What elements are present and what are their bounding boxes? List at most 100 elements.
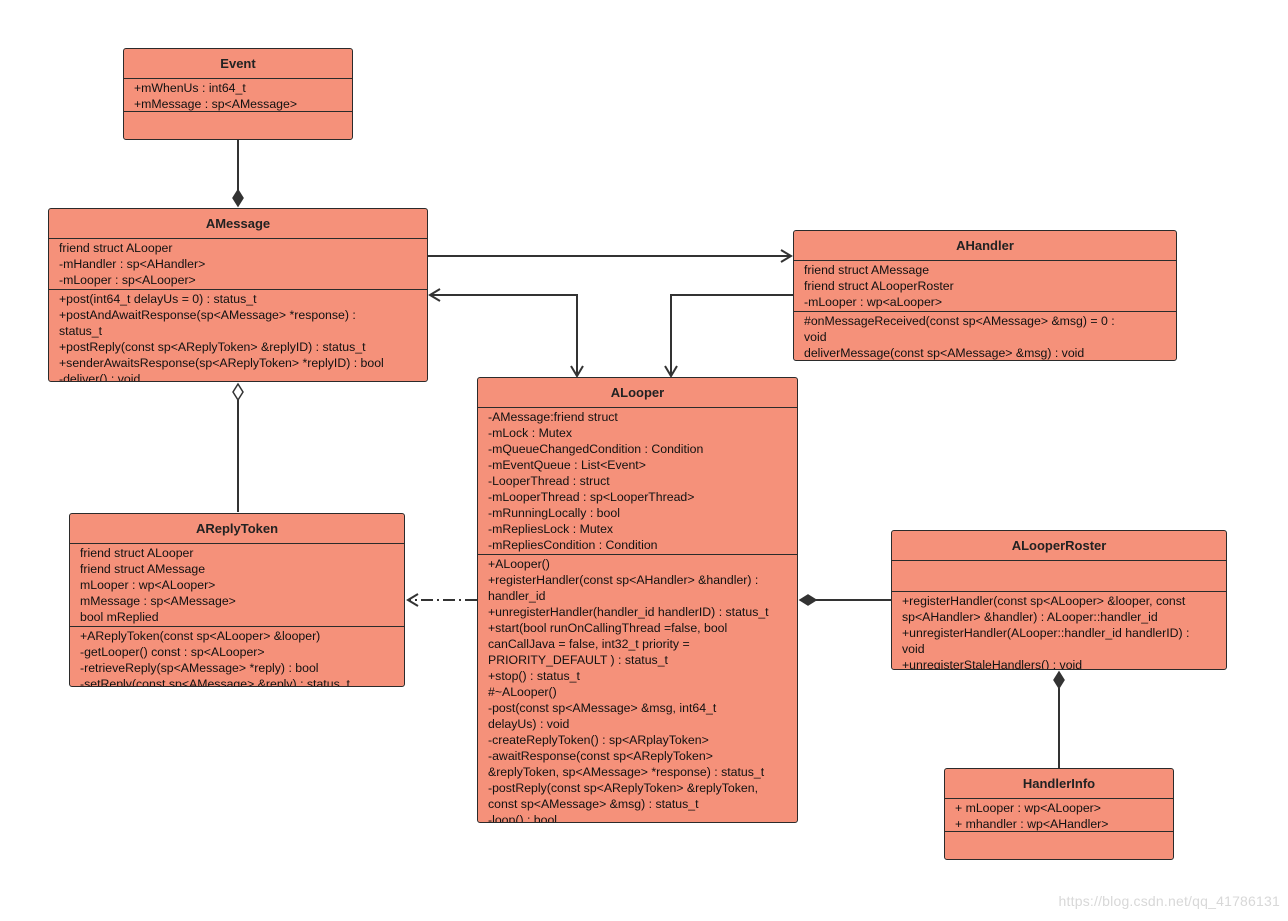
event-attribute: +mWhenUs : int64_t [134, 81, 246, 95]
alooper-attribute: -mRunningLocally : bool [488, 506, 620, 520]
handlerinfo-attribute: + mhandler : wp<AHandler> [955, 817, 1109, 831]
event-attribute: +mMessage : sp<AMessage> [134, 97, 298, 111]
ahandler-attributes: friend struct AMessage friend struct ALoo… [794, 261, 1176, 312]
handlerinfo-attribute: + mLooper : wp<ALooper> [955, 801, 1101, 815]
areplytoken-attribute: friend struct AMessage [80, 562, 206, 576]
areplytoken-amessage-diamond [232, 382, 244, 402]
ahandler-attribute: friend struct AMessage [804, 263, 930, 277]
alooperroster-operations: +registerHandler(const sp<ALooper> &loop… [892, 592, 1226, 670]
alooper-attribute: -mLooperThread : sp<LooperThread> [488, 490, 695, 504]
alooper-amessage-arrowhead [428, 288, 441, 302]
alooper-attribute: -mRepliesCondition : Condition [488, 538, 658, 552]
amessage-ahandler-arrowhead [780, 249, 793, 263]
alooperroster-alooper-diamond [798, 594, 818, 606]
areplytoken-operation: +AReplyToken(const sp<ALooper> &looper) [80, 629, 321, 643]
alooper-operation: +unregisterHandler(handler_id handlerID)… [488, 605, 769, 619]
amessage-operation: +postAndAwaitResponse(sp<AMessage> *resp… [59, 308, 356, 322]
areplytoken-operations: +AReplyToken(const sp<ALooper> &looper) -… [70, 627, 404, 687]
alooper-operations: +ALooper() +registerHandler(const sp<AHan… [478, 555, 797, 823]
handlerinfo-alooperroster-diamond [1053, 670, 1065, 690]
event-class-name: Event [124, 49, 352, 79]
amessage-attribute: -mLooper : sp<ALooper> [59, 273, 196, 287]
alooper-attribute: -mLock : Mutex [488, 426, 573, 440]
amessage-operation: status_t [59, 324, 103, 338]
areplytoken-attributes: friend struct ALooper friend struct AMess… [70, 544, 404, 627]
amessage-operation: -deliver() : void [59, 372, 141, 382]
amessage-class[interactable]: AMessage friend struct ALooper -mHandler … [48, 208, 428, 382]
ahandler-alooper-association-line [670, 294, 793, 375]
alooper-areplytoken-arrowhead [406, 593, 419, 607]
areplytoken-attribute: bool mReplied [80, 610, 159, 624]
amessage-operation: +postReply(const sp<AReplyToken> &replyI… [59, 340, 366, 354]
alooper-operation: +stop() : status_t [488, 669, 580, 683]
alooper-operation: #~ALooper() [488, 685, 557, 699]
handlerinfo-operations [945, 832, 1173, 834]
ahandler-operations: #onMessageReceived(const sp<AMessage> &m… [794, 312, 1176, 360]
alooper-operation: +start(bool runOnCallingThread =false, b… [488, 621, 728, 635]
alooperroster-operation: +unregisterStaleHandlers() : void [902, 658, 1083, 670]
amessage-attributes: friend struct ALooper -mHandler : sp<AHan… [49, 239, 427, 290]
alooper-operation: canCallJava = false, int32_t priority = [488, 637, 690, 651]
alooper-operation: +ALooper() [488, 557, 550, 571]
alooper-operation: -post(const sp<AMessage> &msg, int64_t [488, 701, 717, 715]
alooper-class-name: ALooper [478, 378, 797, 408]
event-amessage-diamond [232, 188, 244, 208]
alooper-attributes: -AMessage:friend struct -mLock : Mutex -mQ… [478, 408, 797, 555]
amessage-operation: +senderAwaitsResponse(sp<AReplyToken> *r… [59, 356, 384, 370]
alooper-operation: const sp<AMessage> &msg) : status_t [488, 797, 699, 811]
alooper-operation: handler_id [488, 589, 546, 603]
alooper-attribute: -AMessage:friend struct [488, 410, 618, 424]
alooper-operation: -postReply(const sp<AReplyToken> &replyT… [488, 781, 758, 795]
handlerinfo-attributes: + mLooper : wp<ALooper> + mhandler : wp<A… [945, 799, 1173, 832]
alooper-operation: &replyToken, sp<AMessage> *response) : s… [488, 765, 765, 779]
handlerinfo-class[interactable]: HandlerInfo + mLooper : wp<ALooper> + mha… [944, 768, 1174, 860]
alooper-operation: -awaitResponse(const sp<AReplyToken> [488, 749, 713, 763]
ahandler-operation: #onMessageReceived(const sp<AMessage> &m… [804, 314, 1115, 328]
alooper-operation: +registerHandler(const sp<AHandler> &han… [488, 573, 759, 587]
alooper-attribute: -mQueueChangedCondition : Condition [488, 442, 704, 456]
amessage-operation: +post(int64_t delayUs = 0) : status_t [59, 292, 257, 306]
alooper-attribute: -mEventQueue : List<Event> [488, 458, 646, 472]
alooperroster-class[interactable]: ALooperRoster +registerHandler(const sp<… [891, 530, 1227, 670]
areplytoken-attribute: mLooper : wp<ALooper> [80, 578, 216, 592]
areplytoken-operation: -setReply(const sp<AMessage> &reply) : s… [80, 677, 350, 687]
areplytoken-attribute: mMessage : sp<AMessage> [80, 594, 236, 608]
ahandler-attribute: -mLooper : wp<aLooper> [804, 295, 943, 309]
alooperroster-operation: void [902, 642, 925, 656]
amessage-class-name: AMessage [49, 209, 427, 239]
alooper-class[interactable]: ALooper -AMessage:friend struct -mLock : … [477, 377, 798, 823]
areplytoken-attribute: friend struct ALooper [80, 546, 194, 560]
amessage-attribute: -mHandler : sp<AHandler> [59, 257, 206, 271]
alooper-operation: PRIORITY_DEFAULT ) : status_t [488, 653, 668, 667]
event-operations [124, 112, 352, 114]
alooperroster-operation: sp<AHandler> &handler) : ALooper::handle… [902, 610, 1158, 624]
ahandler-operation: void [804, 330, 827, 344]
alooperroster-attributes [892, 561, 1226, 592]
alooper-amessage-association-line [430, 294, 578, 375]
ahandler-attribute: friend struct ALooperRoster [804, 279, 954, 293]
alooperroster-operation: +registerHandler(const sp<ALooper> &loop… [902, 594, 1186, 608]
alooperroster-operation: +unregisterHandler(ALooper::handler_id h… [902, 626, 1190, 640]
ahandler-class-name: AHandler [794, 231, 1176, 261]
watermark: https://blog.csdn.net/qq_41786131 [1058, 893, 1280, 909]
alooper-operation: delayUs) : void [488, 717, 570, 731]
amessage-attribute: friend struct ALooper [59, 241, 173, 255]
event-class[interactable]: Event +mWhenUs : int64_t +mMessage : sp<A… [123, 48, 353, 140]
areplytoken-class-name: AReplyToken [70, 514, 404, 544]
alooper-operation: -loop() : bool [488, 813, 558, 823]
areplytoken-operation: -getLooper() const : sp<ALooper> [80, 645, 265, 659]
ahandler-alooper-arrowhead [664, 365, 678, 378]
areplytoken-operation: -retrieveReply(sp<AMessage> *reply) : bo… [80, 661, 319, 675]
alooper-operation: -createReplyToken() : sp<ARplayToken> [488, 733, 709, 747]
amessage-alooper-arrowhead [570, 365, 584, 378]
alooper-attribute: -LooperThread : struct [488, 474, 610, 488]
amessage-operations: +post(int64_t delayUs = 0) : status_t +po… [49, 290, 427, 382]
alooperroster-class-name: ALooperRoster [892, 531, 1226, 561]
event-attributes: +mWhenUs : int64_t +mMessage : sp<AMessag… [124, 79, 352, 112]
handlerinfo-class-name: HandlerInfo [945, 769, 1173, 799]
ahandler-operation: deliverMessage(const sp<AMessage> &msg) … [804, 346, 1085, 360]
alooper-attribute: -mRepliesLock : Mutex [488, 522, 614, 536]
